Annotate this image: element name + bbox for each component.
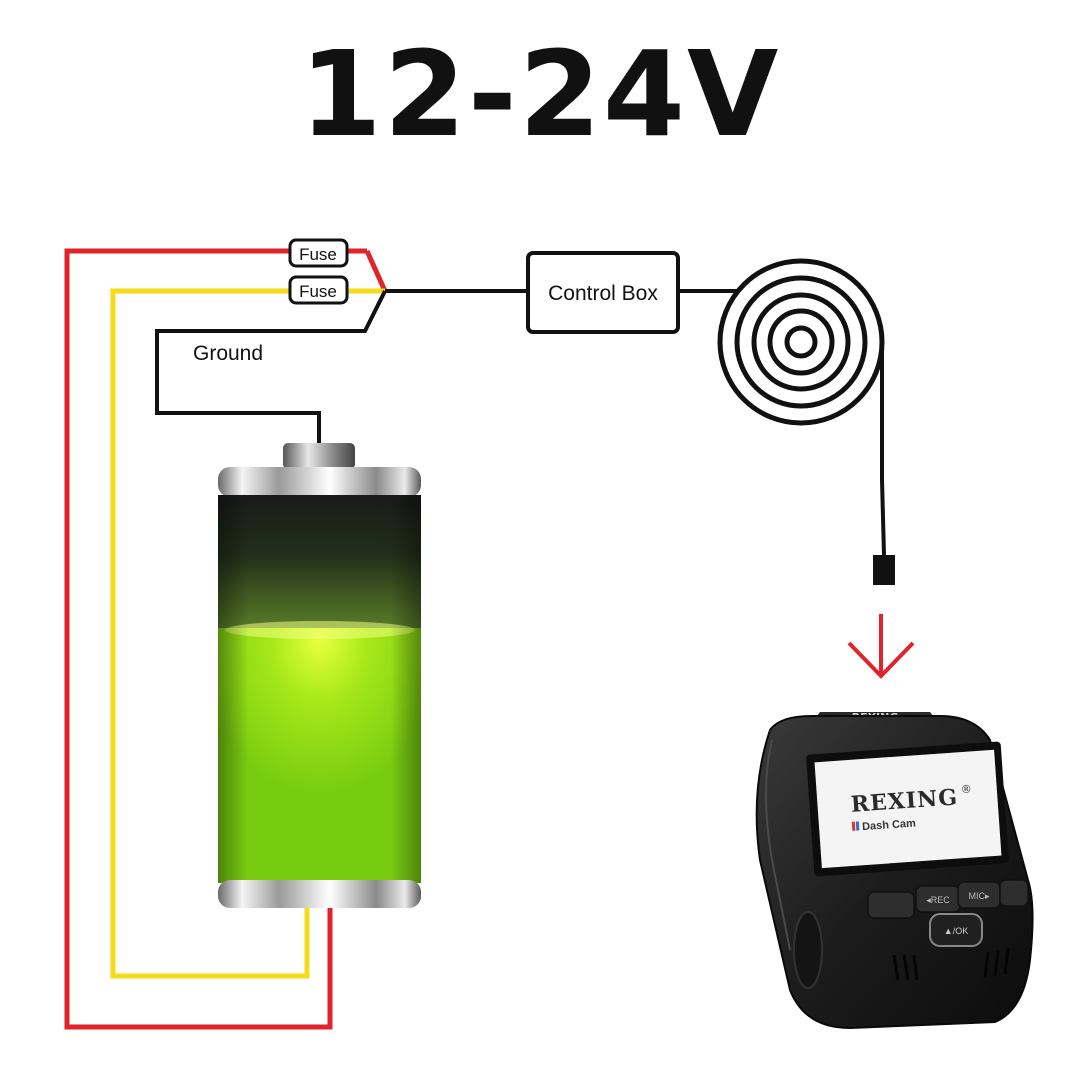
yellow-wire (110, 288, 385, 979)
coil-to-plug-cable (880, 350, 886, 556)
dash-cam-button-row (867, 879, 1029, 919)
control-box: Control Box (526, 251, 680, 334)
red-wire-merge (364, 249, 388, 293)
fuse-bottom: Fuse (288, 275, 349, 305)
dash-cam-screen-subtitle: Dash Cam (862, 817, 917, 833)
mic-button-label: MIC▸ (968, 891, 989, 901)
dash-cam-screen (814, 749, 1002, 869)
ok-button-label: ▲/OK (944, 926, 968, 936)
dash-cam-vent (892, 947, 1010, 981)
cable-coil (717, 258, 885, 426)
voltage-title: 12-24V (299, 25, 781, 163)
fuse-top-label: Fuse (299, 245, 337, 264)
fuse-top: Fuse (288, 238, 349, 268)
dash-cam-screen-registered: ® (960, 782, 972, 796)
down-arrow-icon (847, 614, 915, 679)
usb-plug (873, 555, 895, 585)
ground-label: Ground (193, 342, 263, 365)
control-box-label: Control Box (548, 282, 658, 305)
battery-icon (218, 443, 421, 908)
ground-wire (155, 290, 387, 443)
red-wire (64, 248, 367, 1030)
dash-cam: REXING REXING ® Dash Cam ◂REC MIC▸ ▲/OK (755, 711, 1034, 1030)
rec-button-label: ◂REC (926, 895, 950, 905)
fuse-bottom-label: Fuse (299, 282, 337, 301)
